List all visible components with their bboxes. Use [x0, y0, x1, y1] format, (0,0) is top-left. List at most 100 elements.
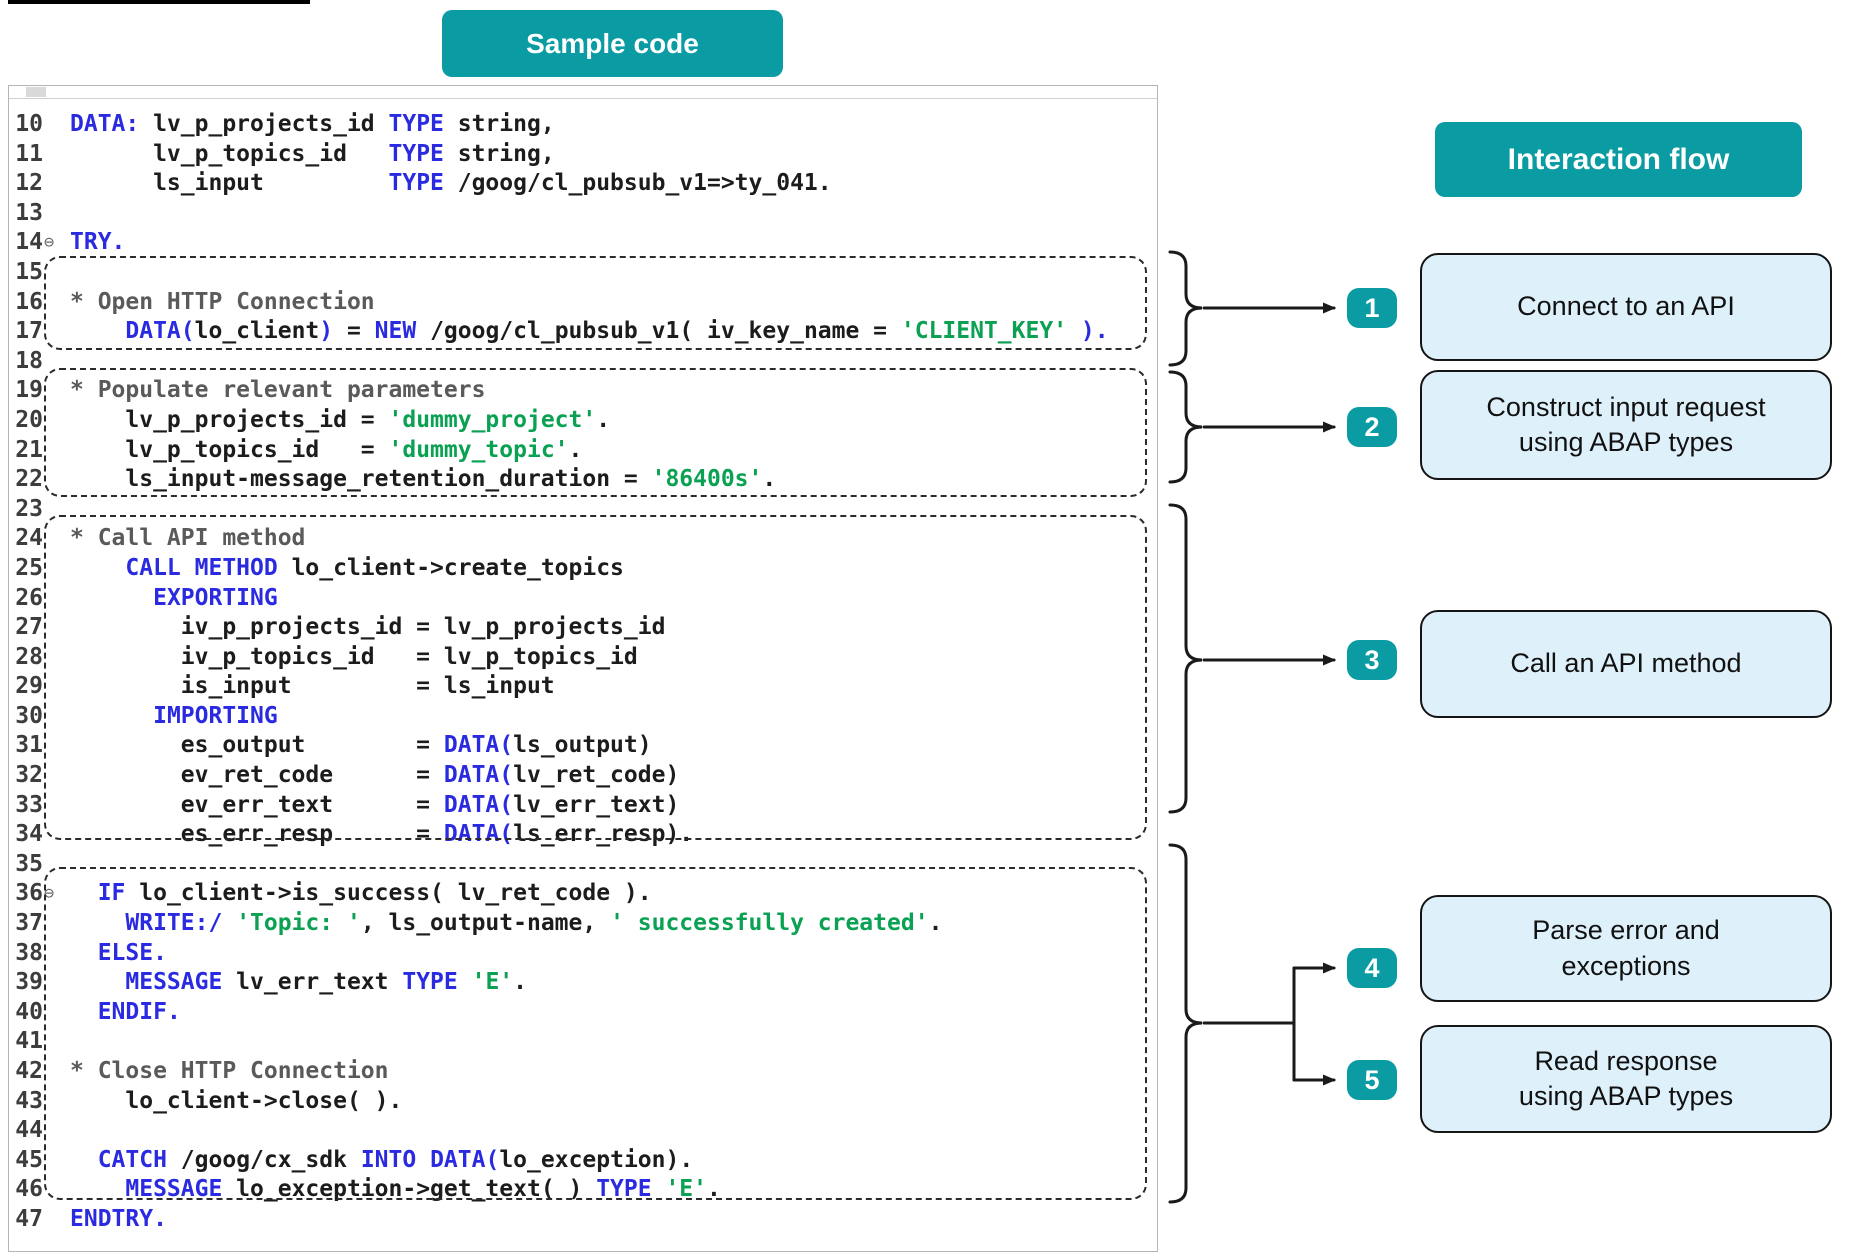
- code-text: lv_p_topics_id = 'dummy_topic'.: [70, 436, 583, 463]
- code-line: 25 CALL METHOD lo_client->create_topics: [9, 554, 1157, 584]
- code-line: 32 ev_ret_code = DATA(lv_ret_code): [9, 761, 1157, 791]
- code-line: 22 ls_input-message_retention_duration =…: [9, 465, 1157, 495]
- flow-step-label: Parse error and exceptions: [1532, 915, 1720, 981]
- line-number: 42: [15, 1058, 43, 1084]
- flow-step-label: Connect to an API: [1517, 291, 1735, 322]
- code-text: ELSE.: [97, 939, 167, 966]
- code-lines: 10 DATA: lv_p_projects_id TYPE string, 11 …: [9, 110, 1157, 1235]
- code-line: 18: [9, 347, 1157, 377]
- flow-step-box-4: Parse error and exceptions: [1420, 895, 1832, 1002]
- fold-collapse-icon[interactable]: ⊖: [44, 232, 55, 253]
- code-text: iv_p_topics_id = lv_p_topics_id: [70, 643, 638, 670]
- code-text: * Close HTTP Connection: [70, 1058, 389, 1084]
- code-text: IMPORTING: [153, 702, 278, 729]
- code-text: IF lo_client->is_success( lv_ret_code ).: [97, 880, 652, 907]
- flow-step-label: Construct input request using ABAP types: [1486, 391, 1766, 457]
- code-line: 19 * Populate relevant parameters: [9, 376, 1157, 406]
- line-number: 23: [15, 495, 43, 522]
- step-number-badge-2: 2: [1347, 407, 1397, 447]
- line-number: 35: [15, 850, 43, 877]
- line-number: 18: [15, 347, 43, 374]
- line-number: 29: [15, 673, 43, 700]
- code-text: * Open HTTP Connection: [70, 288, 375, 315]
- line-number: 46: [15, 1176, 43, 1203]
- line-number: 10: [15, 111, 43, 137]
- line-number: 26: [15, 584, 43, 611]
- code-text: TRY.: [70, 229, 126, 256]
- code-text: DATA: lv_p_projects_id TYPE string,: [70, 111, 555, 137]
- line-number: 12: [15, 170, 43, 197]
- code-line: 33 ev_err_text = DATA(lv_err_text): [9, 791, 1157, 821]
- code-line: 11 lv_p_topics_id TYPE string,: [9, 140, 1157, 170]
- flow-step-box-2: Construct input request using ABAP types: [1420, 370, 1832, 480]
- flow-step-box-3: Call an API method: [1420, 610, 1832, 718]
- code-line: 16* Open HTTP Connection: [9, 288, 1157, 318]
- code-text: ls_input TYPE /goog/cl_pubsub_v1=>ty_041…: [70, 170, 832, 197]
- flow-step-label: Read response using ABAP types: [1518, 1045, 1734, 1111]
- code-line: 35: [9, 850, 1157, 880]
- line-number: 19: [15, 377, 43, 404]
- line-number: 27: [15, 614, 43, 641]
- code-line: 42 * Close HTTP Connection: [9, 1057, 1157, 1087]
- code-text: ENDTRY.: [70, 1205, 167, 1232]
- line-number: 31: [15, 732, 43, 759]
- code-text: ENDIF.: [97, 998, 181, 1025]
- code-line: 14⊖ TRY.: [9, 228, 1157, 258]
- line-number: 32: [15, 762, 43, 789]
- line-number: 40: [15, 998, 43, 1025]
- step-number-badge-5: 5: [1347, 1060, 1397, 1100]
- code-line: 23: [9, 495, 1157, 525]
- code-line: 21 lv_p_topics_id = 'dummy_topic'.: [9, 436, 1157, 466]
- code-line: 39 MESSAGE lv_err_text TYPE 'E'.: [9, 968, 1157, 998]
- line-number: 45: [15, 1146, 43, 1173]
- panel-top-divider: [9, 98, 1157, 99]
- line-number: 25: [15, 554, 43, 581]
- code-line: 12 ls_input TYPE /goog/cl_pubsub_v1=>ty_…: [9, 169, 1157, 199]
- code-line: 44: [9, 1116, 1157, 1146]
- code-text: lv_p_projects_id = 'dummy_project'.: [70, 406, 611, 433]
- line-number: 14: [15, 229, 43, 256]
- code-line: 38 ELSE.: [9, 939, 1157, 969]
- line-number: 17: [15, 318, 43, 345]
- code-text: WRITE:/ 'Topic: ', ls_output-name, ' suc…: [125, 910, 943, 937]
- code-text: CATCH /goog/cx_sdk INTO DATA(lo_exceptio…: [97, 1146, 694, 1173]
- code-text: lv_p_topics_id TYPE string,: [70, 140, 555, 167]
- code-line: 34 es_err_resp = DATA(ls_err_resp).: [9, 820, 1157, 850]
- code-line: 43 lo_client->close( ).: [9, 1087, 1157, 1117]
- code-line: 15: [9, 258, 1157, 288]
- line-number: 47: [15, 1205, 43, 1232]
- line-number: 39: [15, 969, 43, 996]
- brace-4: [1168, 843, 1203, 1204]
- line-number: 41: [15, 1028, 43, 1055]
- sample-code-label: Sample code: [442, 10, 783, 77]
- line-number: 11: [15, 140, 43, 167]
- code-text: is_input = ls_input: [70, 673, 555, 700]
- line-number: 15: [15, 258, 43, 285]
- scrollbar-nub: [26, 87, 46, 97]
- line-number: 24: [15, 525, 43, 552]
- code-line: 24* Call API method: [9, 524, 1157, 554]
- code-text: es_err_resp = DATA(ls_err_resp).: [70, 821, 694, 848]
- code-line: 17 DATA(lo_client) = NEW /goog/cl_pubsub…: [9, 317, 1157, 347]
- fold-collapse-icon[interactable]: ⊖: [44, 883, 55, 904]
- code-text: ev_ret_code = DATA(lv_ret_code): [70, 762, 680, 789]
- code-line: 36⊖ IF lo_client->is_success( lv_ret_cod…: [9, 879, 1157, 909]
- arrow-fork: [1202, 966, 1296, 1082]
- code-text: ev_err_text = DATA(lv_err_text): [70, 791, 680, 818]
- code-text: * Populate relevant parameters: [70, 377, 486, 404]
- code-line: 46 MESSAGE lo_exception->get_text( ) TYP…: [9, 1175, 1157, 1205]
- step-number-badge-3: 3: [1347, 640, 1397, 680]
- line-number: 44: [15, 1117, 43, 1144]
- line-number: 22: [15, 466, 43, 493]
- line-number: 33: [15, 791, 43, 818]
- code-text: MESSAGE lv_err_text TYPE 'E'.: [125, 969, 527, 996]
- line-number: 30: [15, 702, 43, 729]
- line-number: 28: [15, 643, 43, 670]
- code-text: EXPORTING: [153, 584, 278, 611]
- code-text: lo_client->close( ).: [70, 1087, 403, 1114]
- code-line: 37 WRITE:/ 'Topic: ', ls_output-name, ' …: [9, 909, 1157, 939]
- flow-step-box-5: Read response using ABAP types: [1420, 1025, 1832, 1133]
- line-number: 20: [15, 406, 43, 433]
- code-line: 20 lv_p_projects_id = 'dummy_project'.: [9, 406, 1157, 436]
